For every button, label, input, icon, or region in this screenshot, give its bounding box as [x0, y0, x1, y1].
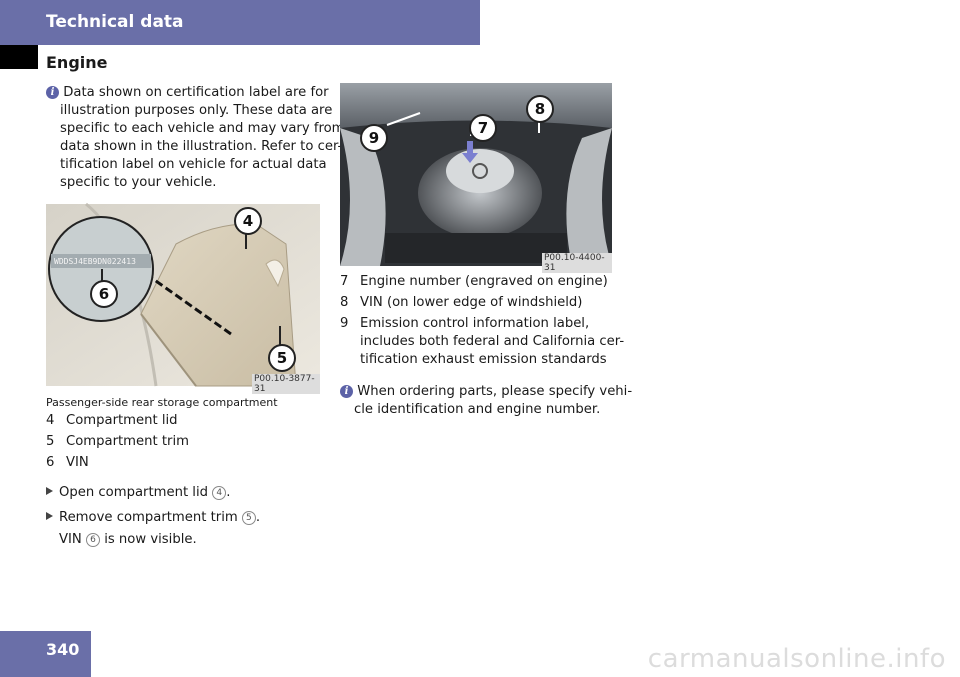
legend-number: 7 — [340, 274, 349, 289]
legend-item: 6 VIN — [46, 454, 306, 472]
legend-text: tification exhaust emission standards — [360, 352, 607, 367]
step-text-end: . — [255, 510, 261, 525]
info-line: cle identification and engine number. — [354, 402, 601, 417]
section-title: Engine — [46, 53, 108, 72]
legend-text: Emission control information label, — [360, 316, 590, 331]
legend-number: 8 — [340, 295, 349, 310]
info-line: specific to each vehicle and may vary fr… — [60, 121, 345, 136]
legend-number: 4 — [46, 413, 55, 428]
legend-item: 9 Emission control information label, in… — [340, 315, 624, 369]
step-text-end: . — [226, 485, 231, 500]
legend-text: Engine number (engraved on engine) — [360, 274, 608, 289]
callout-9: 9 — [360, 124, 388, 152]
legend-text: Compartment lid — [66, 413, 178, 428]
chapter-title: Technical data — [46, 12, 184, 32]
figure-caption: Passenger-side rear storage compartment — [46, 396, 278, 409]
step-text: Remove compartment trim — [59, 510, 238, 525]
callout-8: 8 — [526, 95, 554, 123]
step-arrow-icon — [46, 512, 53, 520]
page-number: 340 — [46, 640, 80, 659]
callout-5: 5 — [268, 344, 296, 372]
info-line: tification label on vehicle for actual d… — [60, 157, 327, 172]
step-item: Open compartment lid 4. — [46, 484, 230, 502]
step-text: Open compartment lid — [59, 485, 209, 500]
legend-number: 9 — [340, 316, 349, 331]
legend-text: VIN (on lower edge of windshield) — [360, 295, 583, 310]
legend-item: 5 Compartment trim — [46, 433, 306, 451]
callout-6: 6 — [90, 280, 118, 308]
legend-number: 5 — [46, 434, 55, 449]
section-marker — [0, 45, 38, 69]
step-item: Remove compartment trim 5. — [46, 509, 260, 527]
legend-text: includes both federal and California cer… — [360, 334, 625, 349]
storage-compartment-illustration: WDDSJ4EB9DN022413 — [46, 202, 320, 387]
legend-item: 7 Engine number (engraved on engine) — [340, 273, 620, 291]
callout-7: 7 — [469, 114, 497, 142]
figure-code: P00.10-4400-31 — [542, 253, 612, 273]
page-number-box — [0, 631, 91, 677]
reference-number: 4 — [212, 486, 227, 500]
info-icon: i — [340, 385, 353, 398]
storage-compartment-figure: WDDSJ4EB9DN022413 4 5 6 P00.10-3877-31 — [46, 202, 320, 394]
info-line: data shown in the illustration. Refer to… — [60, 139, 343, 154]
info-note-2: i When ordering parts, please specify ve… — [340, 383, 632, 419]
legend-text: VIN — [66, 455, 89, 470]
legend-text: Compartment trim — [66, 434, 189, 449]
legend-item: 8 VIN (on lower edge of windshield) — [340, 294, 620, 312]
step-result: VIN 6 is now visible. — [59, 531, 197, 549]
legend-number: 6 — [46, 455, 55, 470]
engine-bay-illustration — [340, 83, 612, 266]
reference-number: 5 — [241, 511, 256, 525]
reference-number: 6 — [85, 533, 100, 547]
figure-code: P00.10-3877-31 — [252, 374, 320, 394]
vin-label-text: WDDSJ4EB9DN022413 — [54, 257, 136, 266]
info-icon: i — [46, 86, 59, 99]
step-arrow-icon — [46, 487, 53, 495]
info-line: illustration purposes only. These data a… — [60, 103, 333, 118]
info-line: specific to your vehicle. — [60, 175, 217, 190]
engine-bay-figure: 9 7 8 P00.10-4400-31 — [340, 83, 612, 273]
legend-item: 4 Compartment lid — [46, 412, 306, 430]
callout-4: 4 — [234, 207, 262, 235]
info-line: Data shown on certification label are fo… — [63, 85, 329, 100]
result-text: VIN — [59, 532, 82, 547]
header-bar — [0, 0, 480, 45]
info-line: When ordering parts, please specify vehi… — [357, 384, 633, 399]
info-note-1: i Data shown on certification label are … — [46, 84, 345, 192]
result-text-end: is now visible. — [104, 532, 197, 547]
watermark: carmanualsonline.info — [647, 644, 946, 674]
